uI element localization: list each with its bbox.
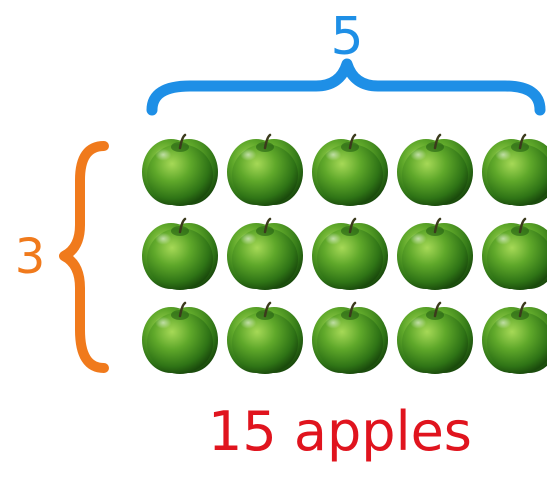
- green-apple-icon: [227, 135, 303, 206]
- green-apple-icon: [482, 303, 547, 374]
- apple-grid: [142, 135, 547, 374]
- green-apple-icon: [227, 303, 303, 374]
- green-apple-icon: [312, 219, 388, 290]
- green-apple-icon: [397, 135, 473, 206]
- columns-count-label: 5: [330, 7, 363, 67]
- green-apple-icon: [142, 303, 218, 374]
- green-apple-icon: [397, 219, 473, 290]
- green-apple-icon: [312, 135, 388, 206]
- green-apple-icon: [142, 135, 218, 206]
- columns-brace: [152, 64, 540, 110]
- green-apple-icon: [397, 303, 473, 374]
- rows-count-label: 3: [15, 229, 46, 285]
- total-label: 15 apples: [208, 400, 472, 463]
- green-apple-icon: [142, 219, 218, 290]
- green-apple-icon: [227, 219, 303, 290]
- rows-brace: [64, 146, 104, 368]
- green-apple-icon: [482, 135, 547, 206]
- green-apple-icon: [482, 219, 547, 290]
- green-apple-icon: [312, 303, 388, 374]
